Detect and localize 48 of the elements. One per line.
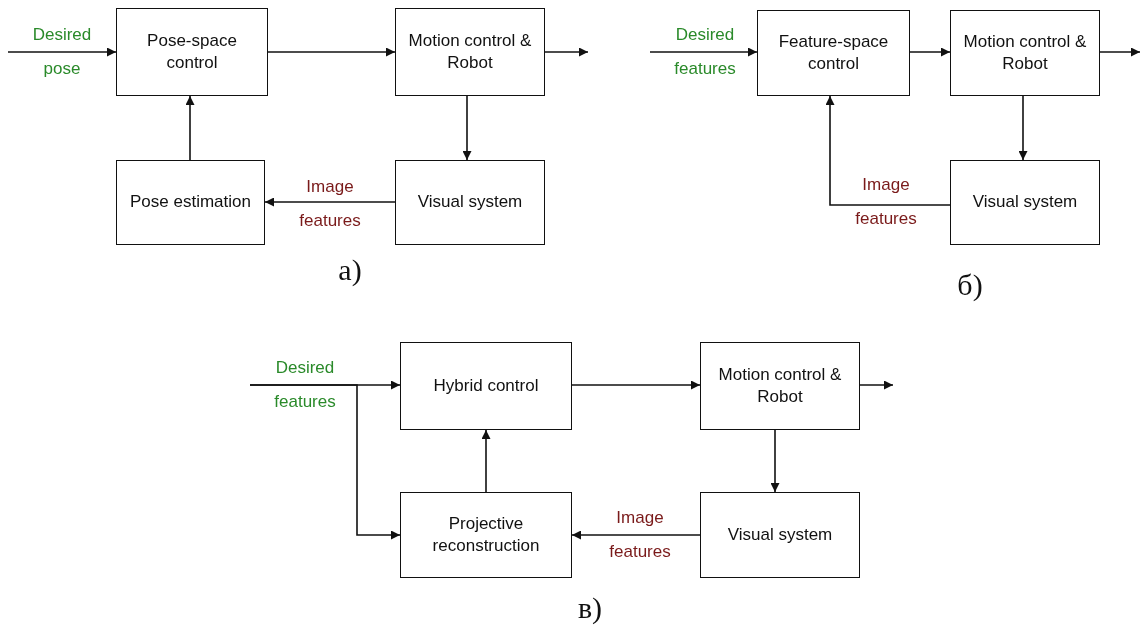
box-label: Projective reconstruction (431, 512, 541, 557)
process-box (395, 8, 545, 96)
box-label: Pose estimation (129, 191, 252, 214)
box-label: Hybrid control (432, 374, 540, 397)
panel-caption: в) (577, 591, 603, 625)
edge-label: Image features (609, 507, 671, 563)
arrow (649, 47, 758, 57)
edge-label: Image features (299, 176, 361, 232)
arrow (462, 95, 472, 161)
process-box (400, 342, 572, 430)
arrow (7, 47, 117, 57)
arrow (825, 95, 951, 206)
process-box (700, 492, 860, 578)
edge-label: Desired features (674, 24, 736, 80)
process-box (116, 160, 265, 245)
process-box (950, 160, 1100, 245)
arrow (264, 197, 396, 207)
arrow (481, 429, 491, 493)
arrow (859, 380, 894, 390)
edge-label: Image features (855, 174, 917, 230)
process-box (116, 8, 268, 96)
box-label: Pose-space control (146, 29, 238, 74)
process-box (700, 342, 860, 430)
arrow (571, 530, 701, 540)
process-box (400, 492, 572, 578)
panel-caption: б) (957, 268, 983, 302)
arrow (571, 380, 701, 390)
box-label: Visual system (726, 523, 834, 546)
arrow (267, 47, 396, 57)
arrow (249, 384, 401, 540)
box-label: Feature-space control (777, 30, 890, 75)
arrow (909, 47, 951, 57)
box-label: Motion control & Robot (717, 363, 843, 408)
process-box (950, 10, 1100, 96)
arrow (1099, 47, 1141, 57)
panel-caption: a) (338, 253, 362, 287)
box-label: Motion control & Robot (962, 30, 1088, 75)
box-label: Visual system (971, 191, 1079, 214)
arrow (544, 47, 589, 57)
box-label: Visual system (416, 191, 524, 214)
arrow (1018, 95, 1028, 161)
box-label: Motion control & Robot (407, 29, 533, 74)
arrow (770, 429, 780, 493)
arrow (185, 95, 195, 161)
process-box (395, 160, 545, 245)
edge-label: Desired pose (32, 24, 92, 80)
edge-label: Desired features (274, 357, 336, 413)
process-box (757, 10, 910, 96)
